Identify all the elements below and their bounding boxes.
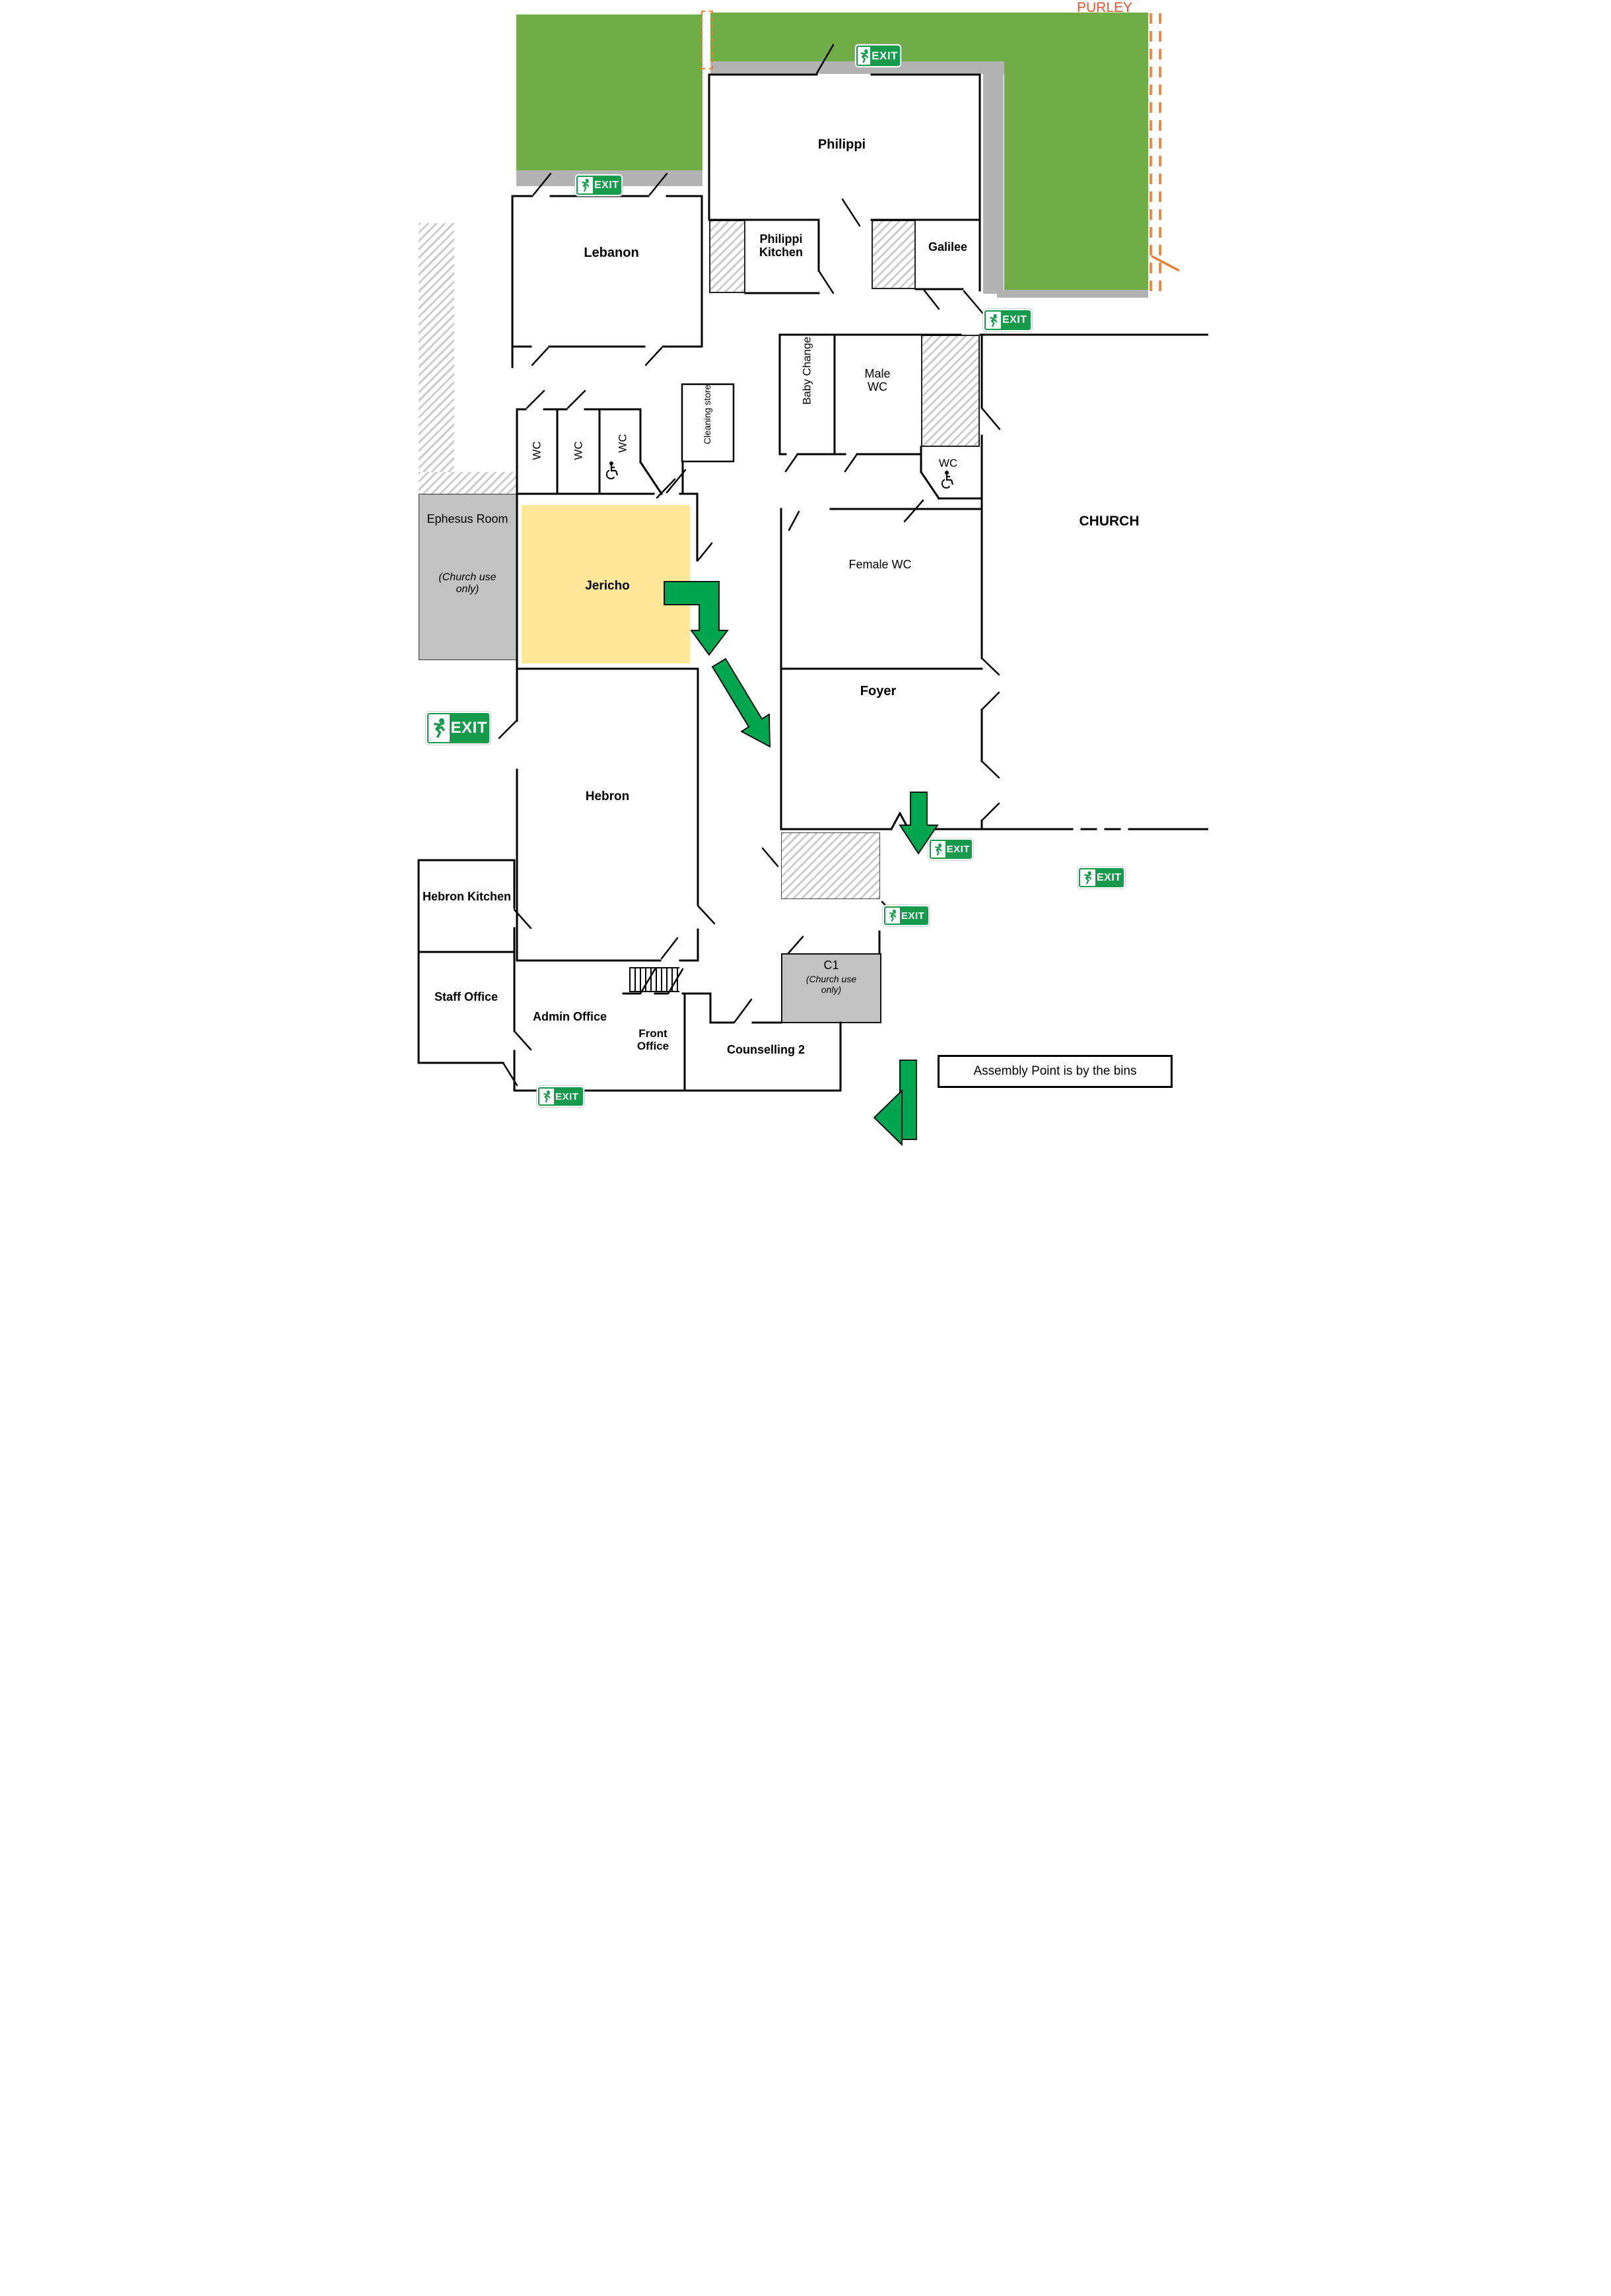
wheelchair-icon-accessible-wc <box>940 470 956 492</box>
room-label-foyer: Foyer <box>860 684 897 698</box>
hatched-malewc-east <box>921 335 980 447</box>
arrow-to-assembly-shaft <box>899 1060 917 1140</box>
assembly-point-note: Assembly Point is by the bins <box>938 1055 1173 1088</box>
arrow-into-foyer <box>711 658 771 748</box>
exit-sign-text: EXIT <box>901 910 925 922</box>
running-man-icon <box>578 177 593 193</box>
running-man-icon <box>885 908 900 924</box>
exit-sign-church: EXIT <box>1078 867 1125 889</box>
exit-sign-corridor-south: EXIT <box>883 905 930 926</box>
running-man-icon <box>539 1089 554 1104</box>
room-label-church: CHURCH <box>1079 514 1140 529</box>
exit-sign-hebron-west: EXIT <box>426 712 491 745</box>
hatched-strip-west <box>419 223 454 472</box>
evacuation-floor-plan: PURLEY Lebanon Philippi Philippi Kitchen… <box>403 0 1208 1148</box>
hatched-strip-west-lower <box>419 472 516 494</box>
room-label-lebanon: Lebanon <box>584 246 639 260</box>
wheelchair-icon-stall <box>605 461 621 483</box>
room-label-cleaning-store: Cleaning store <box>702 384 713 444</box>
room-label-wc-1: WC <box>530 441 543 460</box>
exit-sign-text: EXIT <box>946 844 970 855</box>
exit-sign-text: EXIT <box>1002 314 1027 325</box>
room-label-baby-change: Baby Change <box>800 337 813 405</box>
room-label-female-wc: Female WC <box>848 558 912 571</box>
path-right-vertical <box>983 74 1004 294</box>
running-man-icon <box>986 312 1001 329</box>
purley-road-label: PURLEY <box>1076 0 1133 15</box>
hatched-kitchen-west <box>709 220 745 293</box>
site-boundary-dashed <box>1149 13 1180 294</box>
grass-area-right <box>1004 61 1148 290</box>
room-note-ephesus: (Church use only) <box>438 572 497 595</box>
exit-sign-text: EXIT <box>555 1091 579 1102</box>
running-man-icon <box>1080 869 1095 886</box>
hatched-galilee-west <box>872 220 916 289</box>
room-label-accessible-wc: WC <box>938 457 958 469</box>
assembly-point-text: Assembly Point is by the bins <box>973 1064 1137 1078</box>
room-label-philippi-kitchen: Philippi Kitchen <box>759 232 803 259</box>
room-label-front-office: Front Office <box>636 1027 669 1053</box>
room-label-ephesus: Ephesus Room <box>427 512 508 525</box>
room-label-counselling2: Counselling 2 <box>726 1043 805 1056</box>
exit-sign-text: EXIT <box>450 719 487 737</box>
room-label-staff-office: Staff Office <box>434 990 498 1003</box>
exit-sign-foyer: EXIT <box>928 838 973 860</box>
ephesus-room-area <box>419 494 518 660</box>
room-label-galilee: Galilee <box>928 240 968 253</box>
room-note-c1: (Church use only) <box>806 974 857 995</box>
exit-sign-text: EXIT <box>872 49 898 62</box>
running-man-icon <box>858 47 871 65</box>
exit-sign-galilee: EXIT <box>983 309 1032 331</box>
grass-area-top <box>710 13 1148 61</box>
room-label-jericho: Jericho <box>585 579 630 593</box>
path-top <box>710 61 1004 74</box>
room-label-admin-office: Admin Office <box>532 1010 607 1023</box>
arrow-to-assembly-head <box>873 1089 903 1147</box>
running-man-icon <box>428 714 450 742</box>
exit-sign-north: EXIT <box>855 44 901 67</box>
room-label-philippi: Philippi <box>817 137 866 152</box>
room-label-wc-3: WC <box>616 434 629 453</box>
room-label-wc-2: WC <box>572 441 585 460</box>
grass-area-left <box>516 15 703 170</box>
room-label-male-wc: Male WC <box>864 367 891 394</box>
hatched-below-foyer <box>781 832 880 899</box>
room-label-hebron: Hebron <box>585 790 630 803</box>
exit-sign-lebanon: EXIT <box>575 174 623 196</box>
path-right-bottom <box>997 290 1148 298</box>
exit-sign-text: EXIT <box>594 179 619 191</box>
room-label-c1: C1 <box>823 959 839 972</box>
exit-sign-admin-south: EXIT <box>537 1086 584 1107</box>
boundary-dashed-gap <box>701 11 713 69</box>
running-man-icon <box>931 841 945 858</box>
exit-sign-text: EXIT <box>1097 871 1122 883</box>
room-label-hebron-kitchen: Hebron Kitchen <box>423 890 512 903</box>
